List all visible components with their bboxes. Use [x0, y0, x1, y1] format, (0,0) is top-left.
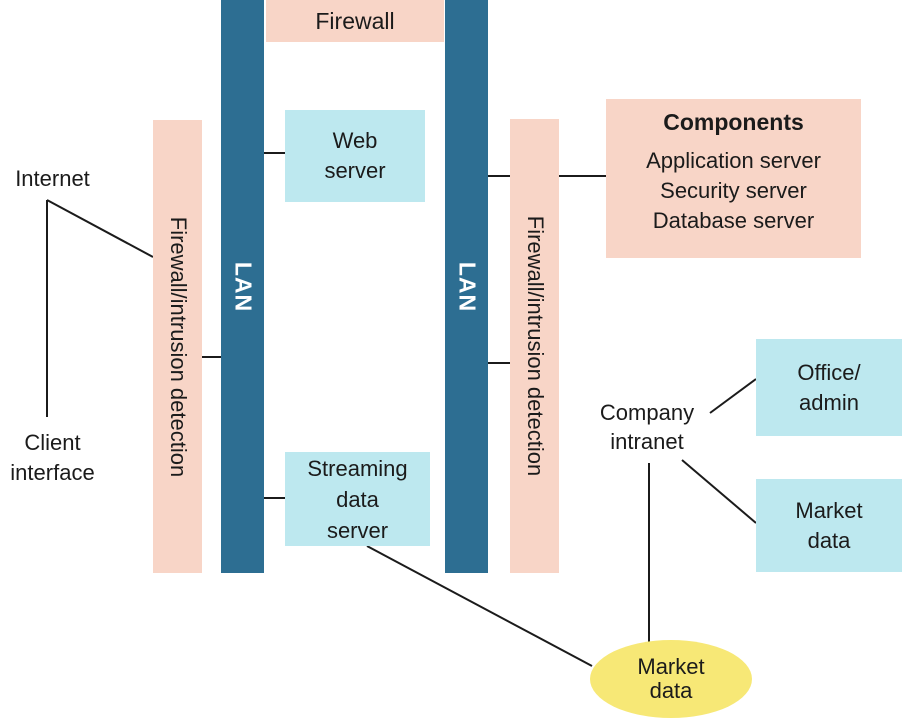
- connector-intranet-market-data-box: [681, 459, 757, 524]
- components-items: Application server Security server Datab…: [646, 146, 821, 236]
- components-item-security-server: Security server: [660, 178, 807, 203]
- market-data-box: Market data: [756, 479, 902, 572]
- firewall-top-box: Firewall: [266, 0, 444, 42]
- components-item-database-server: Database server: [652, 208, 815, 233]
- connector-intranet-office-admin: [709, 378, 757, 414]
- market-data-box-label: Market data: [795, 497, 863, 553]
- web-server-label: Web server: [324, 128, 386, 183]
- client-interface-label: Client interface: [10, 430, 95, 485]
- connector-streaming-market-data-ellipse: [366, 545, 593, 667]
- components-box: Components Application server Security s…: [606, 99, 861, 258]
- web-server-box: Web server: [285, 110, 425, 202]
- market-data-ellipse: Market data: [590, 640, 752, 718]
- market-data-ellipse-label: Market data: [637, 654, 705, 703]
- firewall-intrusion-right-label: Firewall/intrusion detection: [522, 215, 548, 477]
- streaming-data-server-box: Streaming data server: [285, 452, 430, 546]
- lan-right-label: LAN: [454, 261, 480, 312]
- office-admin-box: Office/ admin: [756, 339, 902, 436]
- components-item-application-server: Application server: [646, 148, 821, 173]
- firewall-top-label: Firewall: [315, 7, 395, 34]
- firewall-intrusion-left-label: Firewall/intrusion detection: [165, 216, 191, 477]
- firewall-intrusion-bar-right: Firewall/intrusion detection: [510, 119, 559, 573]
- firewall-intrusion-bar-left: Firewall/intrusion detection: [153, 120, 202, 573]
- lan-left-label: LAN: [230, 261, 256, 312]
- lan-bar-left: LAN: [221, 0, 264, 573]
- internet-label: Internet: [15, 166, 90, 191]
- streaming-data-server-label: Streaming data server: [307, 455, 408, 543]
- office-admin-label: Office/ admin: [797, 359, 861, 415]
- connector-internet-firewall-left: [46, 199, 154, 258]
- lan-bar-right: LAN: [445, 0, 488, 573]
- components-title: Components: [663, 109, 804, 135]
- company-intranet-label: Company intranet: [599, 400, 695, 454]
